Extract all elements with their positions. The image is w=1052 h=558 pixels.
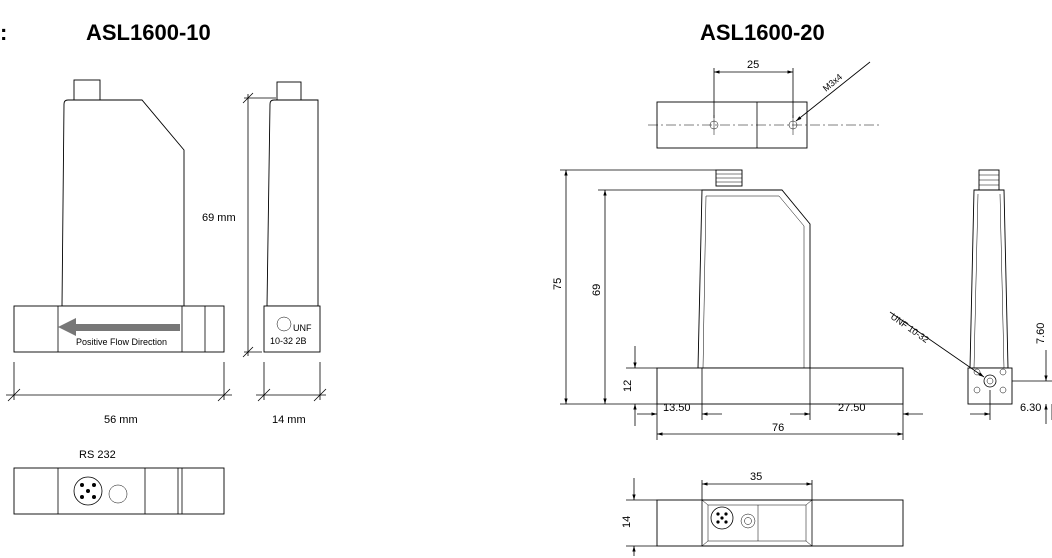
left-connector-top <box>73 79 101 103</box>
left-side-view: UNF 10-32 2B <box>263 81 321 353</box>
asl1600-10-drawing: : ASL1600-10 Positive Flow Direction UNF… <box>0 20 327 515</box>
left-colon: : <box>0 20 7 45</box>
right-dim-overall-height: 75 <box>552 278 564 290</box>
left-side-base <box>263 305 321 353</box>
left-width-dimension: 56 mm <box>6 362 232 426</box>
asl1600-20-drawing: ASL1600-20 25 M3x4 <box>552 20 1052 556</box>
right-horizontal-dimensions: 13.50 27.50 76 <box>637 402 923 440</box>
right-dim-body-height: 69 <box>591 284 603 296</box>
left-title: ASL1600-10 <box>86 20 211 45</box>
left-side-connector <box>276 81 302 103</box>
left-dim-width: 56 mm <box>104 414 138 426</box>
right-bottom-pocket <box>701 499 813 547</box>
left-dim-height: 69 mm <box>202 212 236 224</box>
right-dim-side-width: 6.30 <box>1020 402 1041 414</box>
flow-arrow-icon <box>58 318 180 336</box>
thread-label: M3x4 <box>821 72 844 94</box>
right-bottom-view: 35 14 <box>621 471 904 556</box>
right-dim-left-offset: 13.50 <box>663 402 691 414</box>
port-circle-icon <box>276 316 292 332</box>
right-side-housing <box>969 189 1009 369</box>
right-base-block <box>656 367 904 405</box>
right-dim-length: 76 <box>772 422 784 434</box>
left-housing <box>61 99 185 307</box>
left-side-housing <box>266 99 319 307</box>
right-title: ASL1600-20 <box>700 20 825 45</box>
right-dim-side-height: 7.60 <box>1035 323 1047 344</box>
right-bottom-port-icon <box>740 513 756 529</box>
left-depth-dimension: 14 mm <box>256 362 327 426</box>
right-front-view <box>656 169 904 405</box>
right-dim-bottom-spacing: 35 <box>750 471 762 483</box>
right-bottom-block <box>656 499 904 547</box>
rs232-connector-icon <box>73 476 103 506</box>
port-label-thread: 10-32 2B <box>270 336 307 346</box>
right-connector-icon <box>710 506 734 530</box>
right-side-view: UNF 10-32 7.60 6.30 <box>889 169 1052 424</box>
connector-label: RS 232 <box>79 449 116 461</box>
left-front-view: Positive Flow Direction <box>13 79 225 353</box>
port-thread-label: UNF 10-32 <box>889 311 931 344</box>
right-housing <box>697 189 811 369</box>
bottom-port-icon <box>108 484 128 504</box>
right-dim-right-offset: 27.50 <box>838 402 866 414</box>
right-dim-base-height: 12 <box>622 380 634 392</box>
left-height-dimension: 69 mm <box>202 92 276 358</box>
right-dim-bottom-height: 14 <box>621 516 633 528</box>
left-dim-depth: 14 mm <box>272 414 306 426</box>
right-height-dimensions: 75 69 12 <box>552 169 716 426</box>
right-top-view: 25 M3x4 <box>648 59 880 149</box>
flow-direction-label: Positive Flow Direction <box>76 337 167 347</box>
left-bottom-block <box>13 467 225 515</box>
port-label-unf: UNF <box>293 323 312 333</box>
right-side-port-icon <box>983 374 997 388</box>
right-dim-top-spacing: 25 <box>747 59 759 71</box>
left-bottom-view: RS 232 <box>13 449 225 515</box>
